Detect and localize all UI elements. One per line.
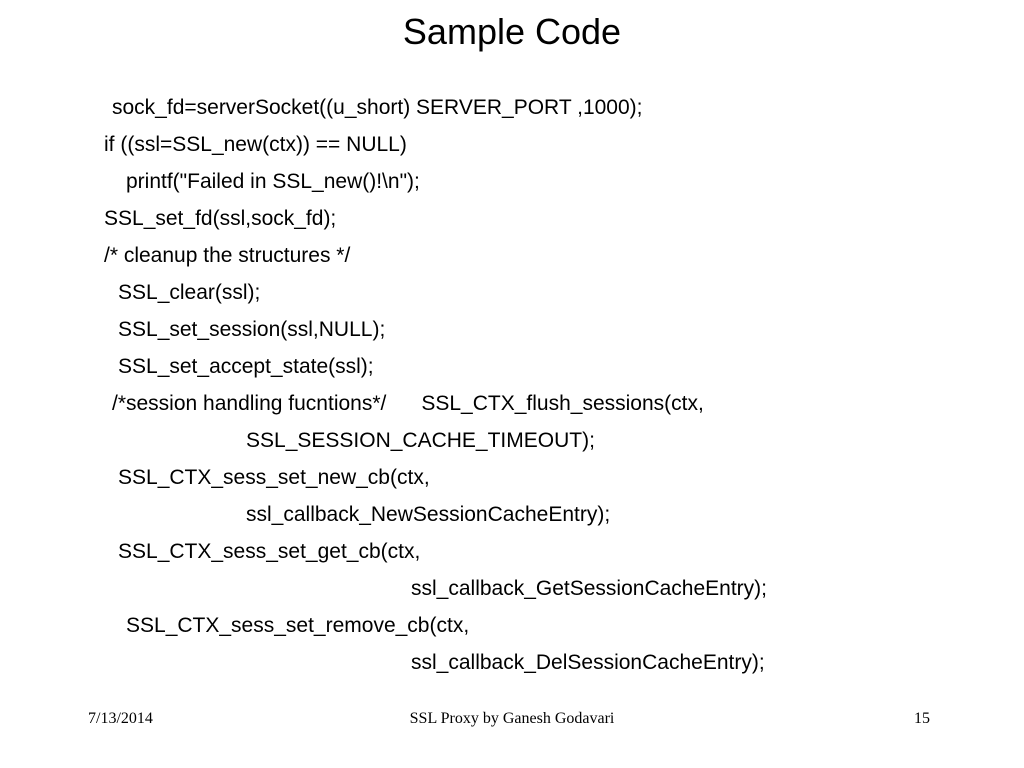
page-number: 15 — [914, 710, 930, 727]
code-line: /*session handling fucntions*/ SSL_CTX_f… — [112, 392, 704, 415]
code-line: SSL_clear(ssl); — [118, 281, 261, 304]
code-line: printf("Failed in SSL_new()!\n"); — [126, 170, 420, 193]
code-line: SSL_CTX_sess_set_remove_cb(ctx, — [126, 614, 470, 637]
code-line: SSL_set_accept_state(ssl); — [118, 355, 374, 378]
slide-title: Sample Code — [402, 11, 622, 52]
code-line: SSL_set_session(ssl,NULL); — [118, 318, 386, 341]
code-line: ssl_callback_GetSessionCacheEntry); — [411, 577, 767, 600]
code-line: ssl_callback_DelSessionCacheEntry); — [411, 651, 765, 674]
code-line: ssl_callback_NewSessionCacheEntry); — [246, 503, 611, 526]
code-line: /* cleanup the structures */ — [104, 244, 351, 267]
code-line: SSL_set_fd(ssl,sock_fd); — [104, 207, 337, 230]
footer-date: 7/13/2014 — [88, 710, 153, 727]
code-line: sock_fd=serverSocket((u_short) SERVER_PO… — [112, 96, 643, 119]
code-line: if ((ssl=SSL_new(ctx)) == NULL) — [104, 133, 407, 156]
footer-title: SSL Proxy by Ganesh Godavari — [409, 710, 615, 727]
code-line: SSL_SESSION_CACHE_TIMEOUT); — [246, 429, 595, 452]
code-line: SSL_CTX_sess_set_get_cb(ctx, — [118, 540, 421, 563]
code-line: SSL_CTX_sess_set_new_cb(ctx, — [118, 466, 430, 489]
